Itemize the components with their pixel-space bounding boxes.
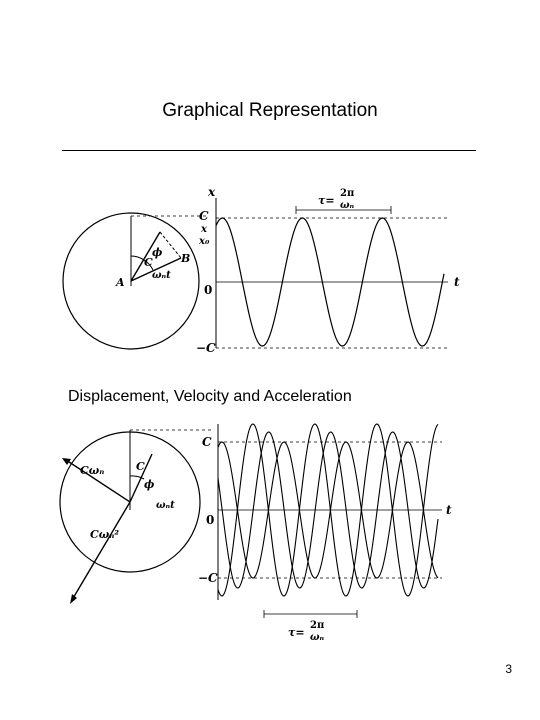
label-B: B	[180, 252, 190, 265]
label-C: C	[144, 256, 153, 269]
reference-circle	[62, 212, 200, 350]
dashed-connector	[159, 231, 182, 259]
tick-C-bottom-2: −C	[198, 571, 218, 585]
tick-C-bottom: −C	[196, 341, 216, 355]
angle-arc-2	[129, 475, 145, 480]
axis-label-t-2: t	[446, 503, 452, 517]
figure2-motion-plot: C 0 −C t τ= 2π ωₙ	[198, 423, 452, 643]
vector-B	[130, 257, 182, 282]
period-label-tau-2: τ=	[288, 626, 305, 639]
tick-zero-2: 0	[206, 513, 214, 527]
tick-x-small: x	[200, 224, 208, 235]
label-phi-2: ϕ	[144, 478, 155, 491]
axis-label-x: x	[207, 185, 216, 199]
vector-Cwn	[65, 459, 131, 503]
period-label-numerator: 2π	[340, 188, 354, 199]
title-divider	[62, 150, 476, 151]
label-C-vec: C	[136, 460, 145, 473]
label-phi: ϕ	[152, 246, 163, 259]
period-label-tau: τ=	[318, 194, 335, 207]
tick-x0: x₀	[198, 236, 210, 247]
axis-label-t: t	[454, 275, 460, 289]
tick-zero: 0	[204, 283, 212, 297]
label-A: A	[115, 276, 125, 289]
tick-C-top-2: C	[202, 435, 212, 449]
figure1-displacement-plot: x C x x₀ 0 −C t τ= 2π ωₙ	[196, 185, 460, 355]
displacement-wave-2	[217, 441, 439, 579]
tick-C-top: C	[199, 209, 209, 223]
acceleration-wave	[217, 423, 439, 597]
period-label-numerator-2: 2π	[310, 620, 324, 631]
label-wnt: ωₙt	[152, 270, 171, 281]
slide-subtitle: Displacement, Velocity and Acceleration	[68, 388, 352, 405]
vector-C	[130, 231, 161, 282]
slide-title: Graphical Representation	[162, 100, 378, 121]
vector-Cwn2-arrowhead	[70, 594, 77, 604]
label-wnt-2: ωₙt	[156, 500, 175, 511]
velocity-wave	[217, 431, 439, 589]
period-label-denominator: ωₙ	[340, 200, 355, 211]
label-Cwn-vec: Cωₙ	[80, 464, 104, 477]
figure-displacement-velocity-acceleration: C Cωₙ Cωₙ² ϕ ωₙt C 0 −C t τ= 2π ωₙ	[59, 423, 452, 643]
period-label-denominator-2: ωₙ	[310, 632, 325, 643]
page-number: 3	[505, 662, 512, 676]
label-Cwn2-vec: Cωₙ²	[90, 528, 119, 541]
displacement-wave	[215, 217, 445, 347]
figure2-phasor-circle: C Cωₙ Cωₙ² ϕ ωₙt	[59, 429, 212, 604]
vector-Cwn2	[71, 501, 131, 601]
angle-arc	[130, 255, 154, 271]
vector-Cwn-arrowhead	[62, 458, 71, 465]
figure1-phasor-circle: A B C ϕ ωₙt	[62, 212, 206, 350]
figure-graphical-representation: A B C ϕ ωₙt x C x x₀ 0 −C t τ= 2π ωₙ	[62, 185, 460, 355]
